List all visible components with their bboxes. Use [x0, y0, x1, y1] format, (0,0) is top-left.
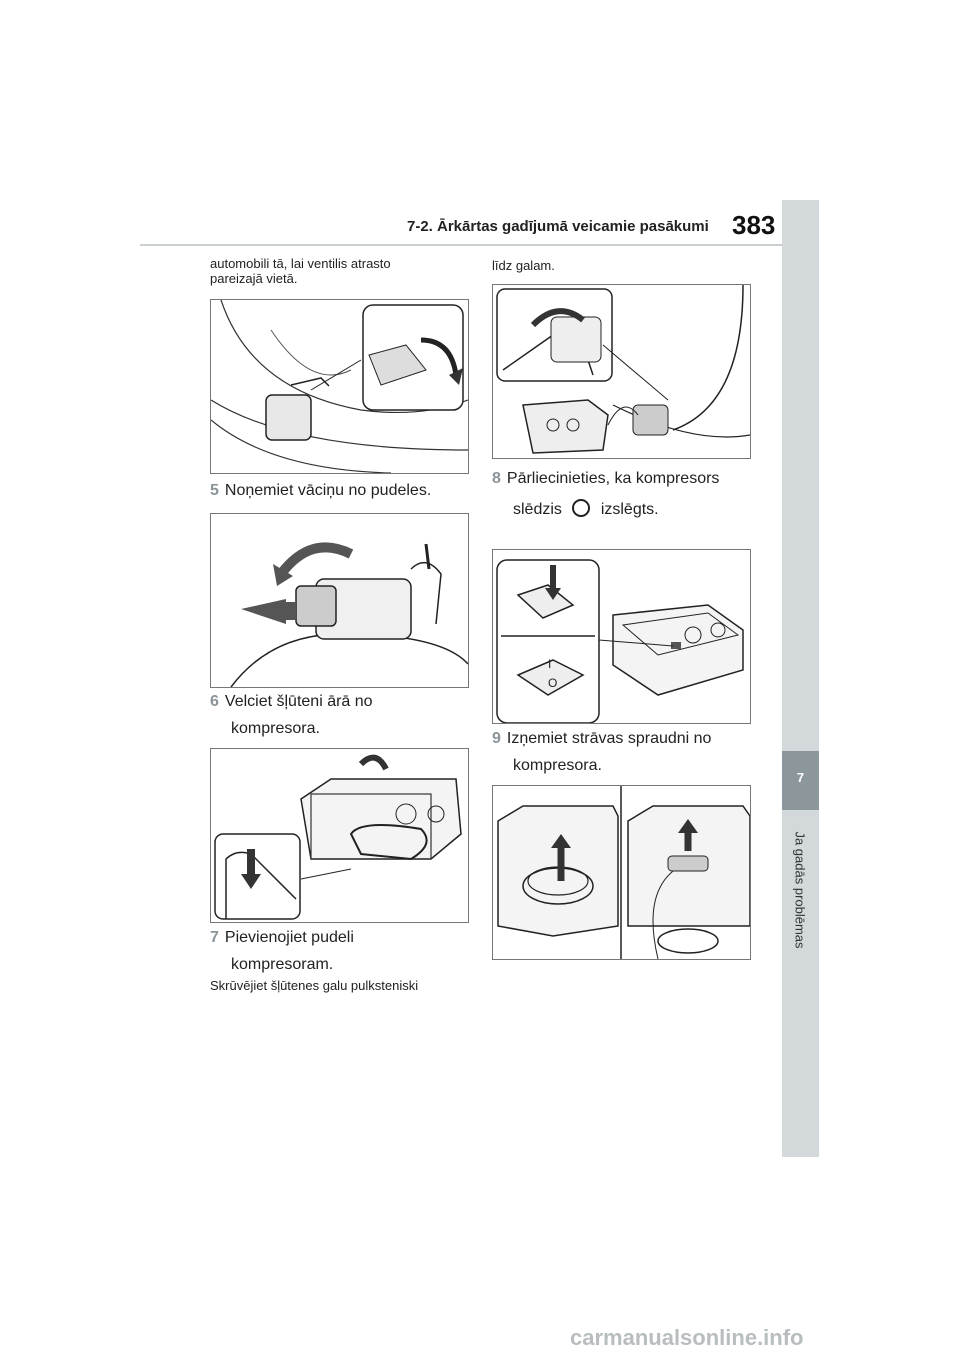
right-intro-text: līdz galam.	[492, 258, 555, 273]
step-9: 9 Izņemiet strāvas spraudni no kompresora…	[492, 725, 711, 779]
page-number: 383	[732, 210, 776, 240]
step-8-number: 8	[492, 470, 501, 487]
section-title: 7-2. Ārkārtas gadījumā veicamie pasākumi	[407, 218, 709, 235]
step-8-line2: slēdzis izslēgts.	[513, 496, 659, 523]
step-7-text-line2: kompresoram.	[231, 956, 334, 973]
step-6-text-line1: Velciet šļūteni ārā no	[224, 693, 373, 710]
step-7-number: 7	[210, 929, 219, 946]
step-8-text-after-icon: izslēgts.	[600, 501, 659, 518]
step-7-text-line1: Pievienojiet pudeli	[224, 929, 354, 946]
chapter-tab-marker	[782, 751, 819, 810]
figure-remove-plug	[492, 785, 751, 960]
chapter-label: Ja gadās problēmas	[792, 831, 808, 949]
figure-pull-hose	[210, 748, 469, 923]
header-rule	[140, 244, 783, 246]
valve-bottle-illustration	[211, 300, 468, 473]
watermark: carmanualsonline.info	[570, 1325, 804, 1350]
step-5: 5 Noņemiet vāciņu no pudeles.	[210, 477, 431, 504]
step-8-text-line1: Pārliecinieties, ka kompresors	[506, 470, 720, 487]
remove-cap-illustration	[230, 542, 468, 687]
step-5-text: Noņemiet vāciņu no pudeles.	[224, 482, 432, 499]
note-text: Skrūvējiet šļūtenes galu pulksteniski	[210, 978, 419, 993]
step-6-number: 6	[210, 693, 219, 710]
step-8: 8 Pārliecinieties, ka kompresors	[492, 465, 719, 492]
chapter-number: 7	[796, 770, 805, 785]
switch-on-label: I	[548, 657, 551, 671]
chapter-side-tab	[782, 200, 819, 1157]
step-9-number: 9	[492, 730, 501, 747]
intro-text-line1: automobili tā, lai ventilis atrasto	[210, 256, 391, 271]
pull-hose-illustration	[214, 754, 462, 920]
figure-screw-hose	[492, 284, 751, 459]
step-9-text-line2: kompresora.	[513, 757, 602, 774]
screw-hose-illustration	[496, 285, 750, 454]
figure-valve-bottle	[210, 299, 469, 474]
figure-remove-cap	[210, 513, 469, 688]
step-7: 7 Pievienojiet pudeli kompresoram.	[210, 924, 354, 978]
step-9-text-line1: Izņemiet strāvas spraudni no	[506, 730, 712, 747]
switch-off-illustration: I O	[496, 559, 744, 723]
step-6: 6 Velciet šļūteni ārā no kompresora.	[210, 688, 373, 742]
switch-off-icon	[572, 499, 591, 517]
remove-plug-illustration	[497, 786, 750, 959]
step-6-text-line2: kompresora.	[231, 720, 320, 737]
intro-text-line2: pareizajā vietā.	[210, 271, 298, 286]
step-5-number: 5	[210, 482, 219, 499]
switch-off-label: O	[548, 676, 557, 690]
step-8-text-before-icon: slēdzis	[513, 501, 562, 518]
figure-switch-off: I O	[492, 549, 751, 724]
